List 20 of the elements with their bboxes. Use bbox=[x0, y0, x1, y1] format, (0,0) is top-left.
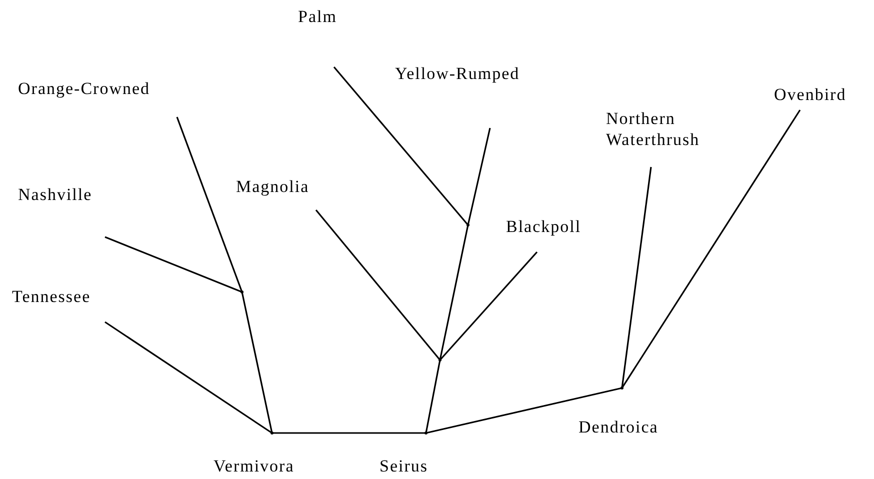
tree-branch bbox=[621, 110, 801, 388]
tree-branch bbox=[426, 387, 622, 434]
tree-branch bbox=[333, 66, 469, 226]
tree-branch bbox=[315, 210, 441, 360]
tree-branch bbox=[272, 432, 426, 434]
tree-branch bbox=[467, 128, 491, 226]
tree-branch bbox=[425, 360, 441, 434]
tree-branch bbox=[176, 116, 243, 292]
genus-label: Vermivora bbox=[214, 456, 294, 476]
branch-point bbox=[240, 290, 244, 294]
genus-label: Seirus bbox=[380, 456, 428, 476]
tree-branch bbox=[241, 292, 273, 434]
tree-branch bbox=[439, 251, 538, 361]
branch-point bbox=[466, 224, 470, 226]
tree-branch bbox=[621, 166, 652, 388]
branch-point bbox=[438, 358, 442, 362]
tree-branch bbox=[104, 321, 272, 434]
genus-label: Dendroica bbox=[578, 416, 658, 438]
tree-branch bbox=[104, 236, 242, 293]
tree-branch bbox=[439, 224, 469, 360]
